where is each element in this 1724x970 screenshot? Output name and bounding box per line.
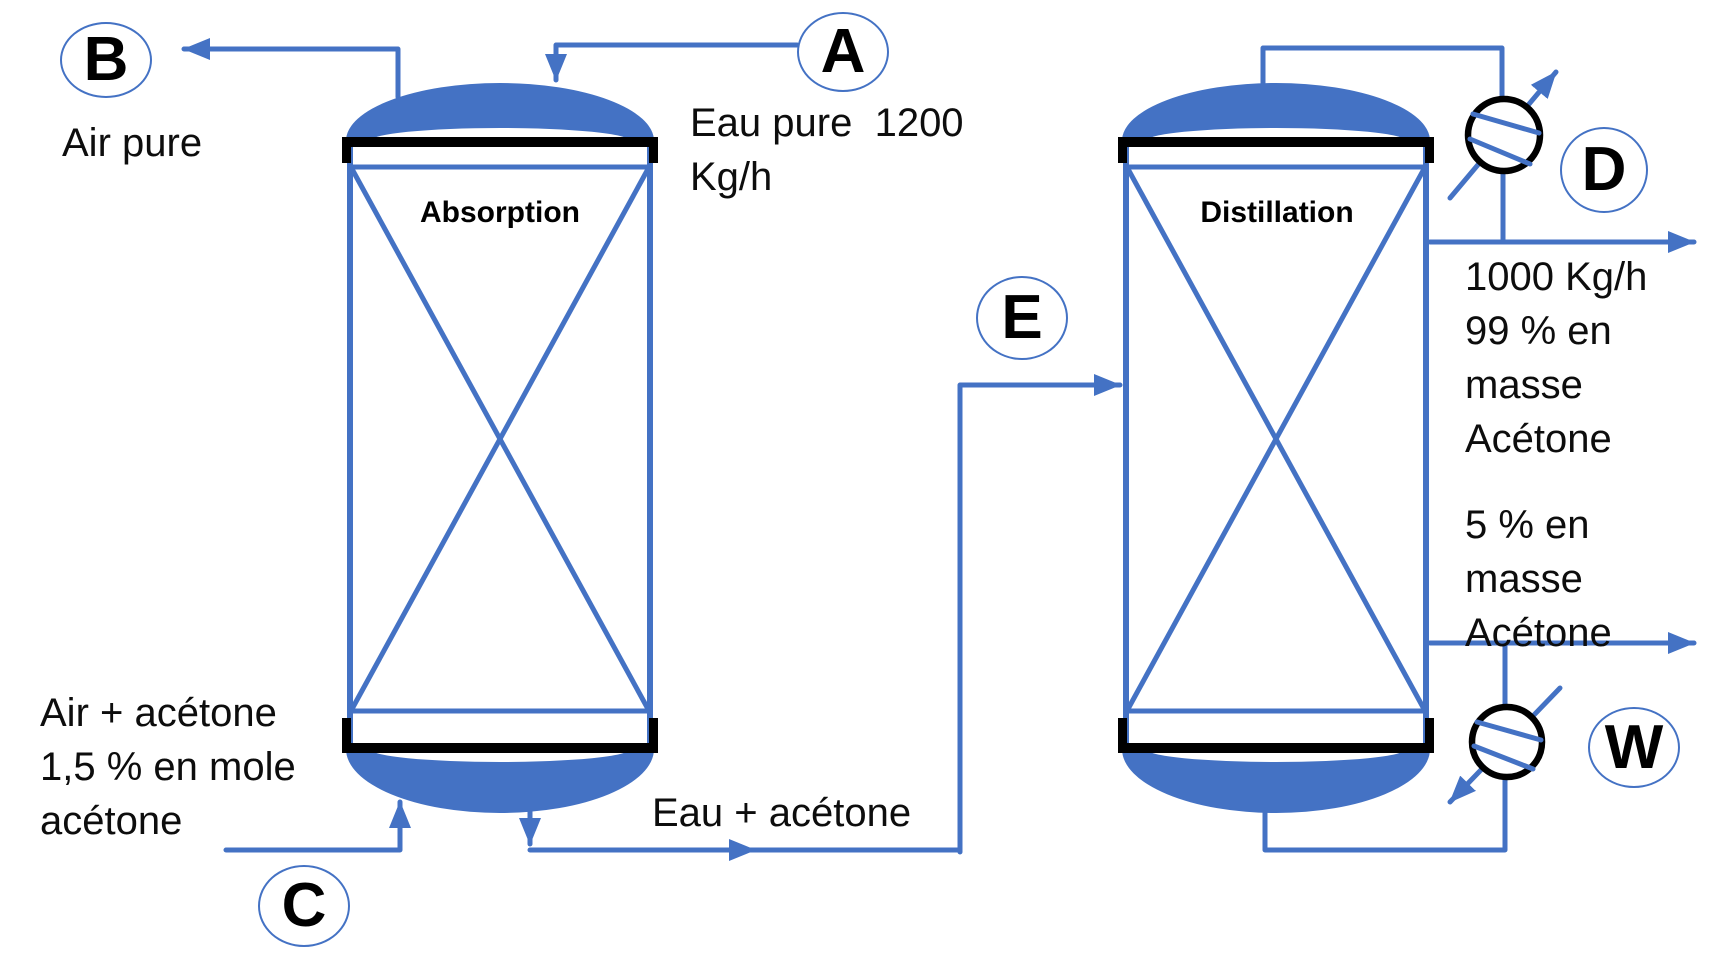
reboiler-symbol xyxy=(1468,703,1546,781)
absorber-top-dome xyxy=(346,83,654,141)
stream-e-riser xyxy=(957,374,1123,855)
absorber-bottom-dome xyxy=(346,749,654,813)
overhead-vapour-line xyxy=(1260,45,1505,100)
condenser-chord-2 xyxy=(1467,136,1533,167)
absorber-bottom-flange xyxy=(342,718,658,753)
stream-badge-e: E xyxy=(976,276,1068,360)
distillation-bottom-dome xyxy=(1122,749,1430,813)
stream-badge-c: C xyxy=(258,865,350,947)
stream-badge-w: W xyxy=(1588,707,1680,788)
reboiler-chord-2 xyxy=(1471,743,1536,772)
distillation-label: Distillation xyxy=(1200,196,1354,229)
label-eau-acetone: Eau + acétone xyxy=(652,791,912,835)
condenser-symbol xyxy=(1464,95,1544,175)
distillation-top-dome xyxy=(1122,83,1430,141)
distillation-top-flange xyxy=(1118,137,1434,163)
stream-a-line xyxy=(545,42,800,83)
distillation-bottom-flange xyxy=(1118,718,1434,753)
stream-badge-a: A xyxy=(797,12,889,92)
condenser-chord-1 xyxy=(1470,111,1542,136)
label-air-pure: Air pure xyxy=(62,121,203,165)
stream-badge-d: D xyxy=(1560,127,1648,213)
reboiler-chord-1 xyxy=(1474,719,1544,743)
absorption-column xyxy=(342,83,658,813)
condenser-circle-icon xyxy=(1464,95,1544,175)
label-bottoms-spec: 5 % en masse Acétone xyxy=(1465,503,1612,655)
stream-c-line xyxy=(223,799,411,853)
absorber-label: Absorption xyxy=(420,196,580,229)
absorber-top-flange xyxy=(342,137,658,163)
stream-badge-b: B xyxy=(60,22,152,98)
distillation-column xyxy=(1118,83,1434,813)
label-feed-gas: Air + acétone 1,5 % en mole acétone xyxy=(40,691,296,843)
stream-b-line xyxy=(181,38,401,100)
label-eau-pure: Eau pure 1200 Kg/h xyxy=(690,101,964,199)
label-distillate-spec: 1000 Kg/h 99 % en masse Acétone xyxy=(1465,255,1648,461)
absorber-packing-diagonal-2 xyxy=(349,167,651,711)
distillation-packing-diagonal-2 xyxy=(1125,167,1427,711)
